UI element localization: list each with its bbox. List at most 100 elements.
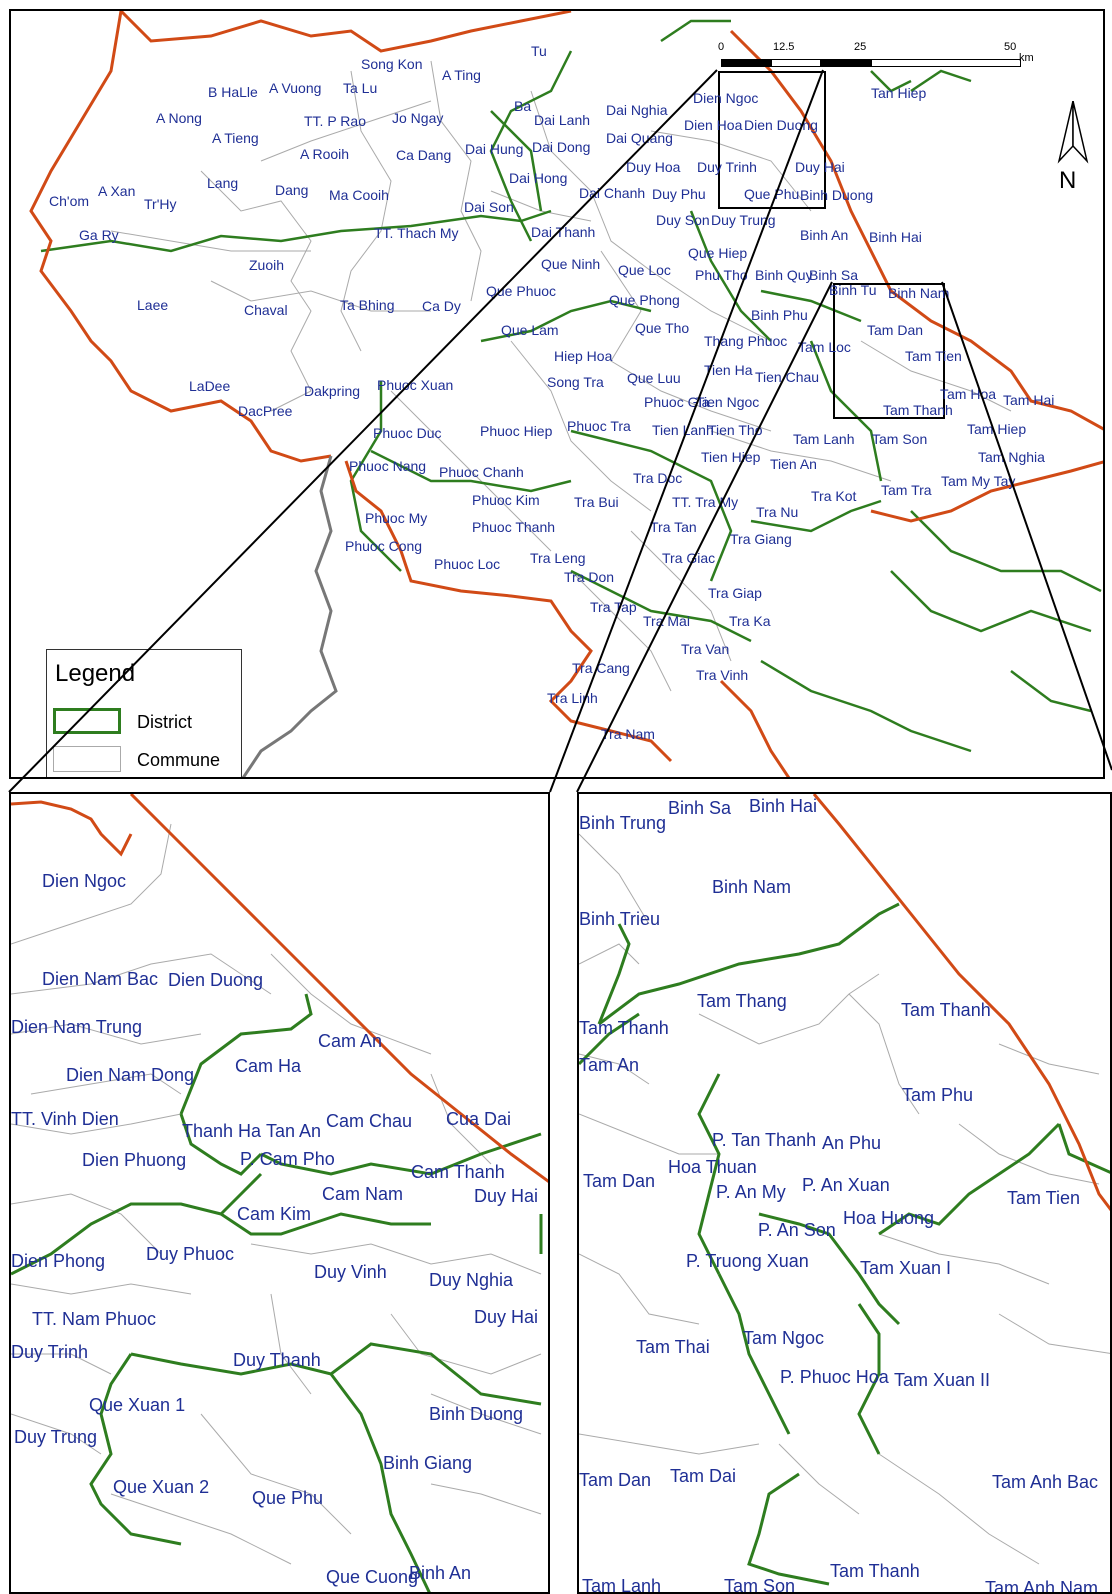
commune-label: A Vuong bbox=[269, 80, 322, 96]
commune-label: Binh Sa bbox=[809, 267, 859, 283]
commune-label: Tra Mai bbox=[643, 613, 690, 629]
commune-label: A Nong bbox=[156, 110, 202, 126]
commune-label: A Rooih bbox=[300, 146, 350, 162]
commune-label: Duy Vinh bbox=[314, 1262, 387, 1282]
commune-label: Que Xuan 2 bbox=[113, 1477, 210, 1497]
commune-label: Binh Tu bbox=[829, 282, 877, 298]
commune-label: Phuoc Xuan bbox=[377, 377, 454, 393]
commune-label: Binh Nam bbox=[888, 285, 950, 301]
commune-label: Tam Lanh bbox=[793, 431, 855, 447]
commune-label: Tam Son bbox=[872, 431, 928, 447]
commune-label: Zuoih bbox=[249, 257, 285, 273]
commune-label: Tam Hoa bbox=[940, 386, 997, 402]
commune-label: A Xan bbox=[98, 183, 136, 199]
commune-label: Que Lam bbox=[501, 322, 559, 338]
commune-label: Que Tho bbox=[635, 320, 690, 336]
commune-label: Tam Xuan I bbox=[860, 1258, 952, 1278]
commune-label: Que Phu bbox=[252, 1488, 324, 1508]
commune-label: P. An Xuan bbox=[802, 1175, 890, 1195]
commune-label: Ga Ry bbox=[79, 227, 119, 243]
commune-label: Tam Tien bbox=[905, 348, 962, 364]
commune-label: Ca Dang bbox=[396, 147, 452, 163]
commune-label: Tra Linh bbox=[547, 690, 598, 706]
commune-label: Tr'Hy bbox=[144, 196, 177, 212]
commune-label: Dakpring bbox=[304, 383, 361, 399]
commune-label: A Tieng bbox=[212, 130, 259, 146]
scale-bar-segment bbox=[721, 59, 771, 67]
commune-label: Tam Tien bbox=[1007, 1188, 1081, 1208]
commune-label: Tam Thai bbox=[636, 1337, 710, 1357]
legend-district-swatch bbox=[53, 708, 121, 734]
commune-label: Dang bbox=[275, 182, 309, 198]
commune-label: Tra Kot bbox=[811, 488, 857, 504]
commune-label: Song Kon bbox=[361, 56, 423, 72]
commune-label: Song Tra bbox=[547, 374, 604, 390]
commune-label: Duy Hoa bbox=[626, 159, 681, 175]
commune-label: Tien Ngoc bbox=[696, 394, 760, 410]
commune-label: Tam Thanh bbox=[901, 1000, 991, 1020]
commune-label: Tam Hiep bbox=[967, 421, 1027, 437]
commune-label: Dai Hong bbox=[509, 170, 568, 186]
commune-label: Tra Giac bbox=[662, 550, 716, 566]
scale-bar-unit: km bbox=[1019, 52, 1034, 64]
commune-label: TT. P Rao bbox=[304, 113, 366, 129]
commune-label: Dien Ngoc bbox=[42, 871, 127, 891]
commune-label: Phuoc Nang bbox=[349, 458, 427, 474]
commune-label: Que Phu bbox=[744, 186, 800, 202]
commune-label: Binh Hai bbox=[869, 229, 922, 245]
commune-label: Tra Bui bbox=[574, 494, 619, 510]
scale-bar-tick-label: 25 bbox=[854, 41, 867, 53]
commune-label: Tra Tan bbox=[650, 519, 697, 535]
commune-label: Duy Phuoc bbox=[146, 1244, 235, 1264]
commune-label: Duy Son bbox=[656, 212, 710, 228]
commune-label: Cam An bbox=[318, 1031, 383, 1051]
commune-label: Que Hiep bbox=[688, 245, 748, 261]
commune-label: Jo Ngay bbox=[392, 110, 444, 126]
commune-label: Ma Cooih bbox=[329, 187, 389, 203]
commune-label: Dien Ngoc bbox=[693, 90, 759, 106]
legend-commune-label: Commune bbox=[137, 750, 221, 770]
commune-label: Tam Xuan II bbox=[894, 1370, 991, 1390]
commune-label: Cam Ha bbox=[235, 1056, 302, 1076]
commune-label: Tu bbox=[531, 43, 547, 59]
commune-label: Tam Dai bbox=[670, 1466, 737, 1486]
commune-label: A Ting bbox=[442, 67, 481, 83]
commune-label: Tra Nu bbox=[756, 504, 799, 520]
commune-label: P. Tan Thanh bbox=[712, 1130, 817, 1150]
commune-label: Phuoc Hiep bbox=[480, 423, 553, 439]
commune-label: Tien Ha bbox=[704, 362, 753, 378]
commune-label: Tien Tho bbox=[708, 422, 763, 438]
scale-bar-segment bbox=[871, 59, 1021, 67]
commune-label: Laee bbox=[137, 297, 169, 313]
commune-label: P. Cam Pho bbox=[240, 1149, 335, 1169]
commune-label: Dai Hung bbox=[465, 141, 524, 157]
commune-label: Cam Chau bbox=[326, 1111, 413, 1131]
commune-label: Ta Lu bbox=[343, 80, 378, 96]
commune-label: TT. Thach My bbox=[374, 225, 459, 241]
commune-label: Tan Hiep bbox=[871, 85, 927, 101]
commune-label: Tam Thanh bbox=[883, 402, 953, 418]
commune-label: Binh An bbox=[800, 227, 849, 243]
legend-title: Legend bbox=[55, 660, 136, 687]
commune-label: Binh Sa bbox=[668, 798, 732, 818]
commune-label: Phuoc Cong bbox=[345, 538, 423, 554]
commune-label: Tan An bbox=[266, 1121, 322, 1141]
commune-label: Phuoc Tra bbox=[567, 418, 631, 434]
commune-label: Dien Phuong bbox=[82, 1150, 187, 1170]
commune-label: Duy Hai bbox=[474, 1307, 539, 1327]
commune-label: Cam Kim bbox=[237, 1204, 312, 1224]
commune-label: Tien Lanh bbox=[652, 422, 714, 438]
scale-bar-tick-label: 50 bbox=[1004, 41, 1017, 53]
inset-right-boundaries bbox=[579, 794, 1110, 1586]
commune-label: Tra Leng bbox=[530, 550, 586, 566]
commune-label: Binh Duong bbox=[429, 1404, 524, 1424]
commune-label: Tam Dan bbox=[867, 322, 924, 338]
commune-label: TT. Tra My bbox=[672, 494, 739, 510]
commune-label: Dai Quang bbox=[606, 130, 673, 146]
commune-label: Tam Dan bbox=[579, 1470, 652, 1490]
commune-label: Duy Hai bbox=[795, 159, 845, 175]
commune-label: Dien Duong bbox=[744, 117, 818, 133]
